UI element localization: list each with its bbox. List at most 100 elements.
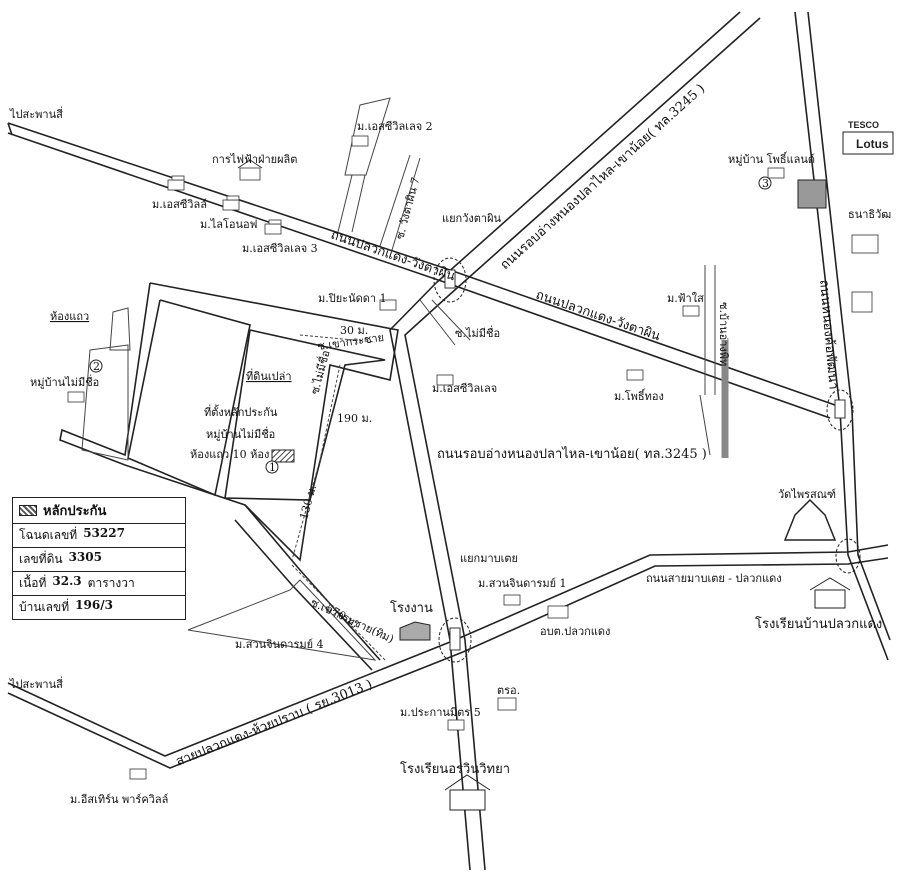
label-sc-villa2: ม.เอสซีวิลเลจ 2 xyxy=(357,120,433,133)
factory-icon xyxy=(399,621,431,641)
building-icon xyxy=(129,768,147,780)
lotus-logo xyxy=(842,131,894,155)
label-m-eastern: ม.อีสเทิร์น พาร์ควิลล์ xyxy=(70,793,168,806)
building-icon xyxy=(264,219,282,235)
label-m-phothong: ม.โพธิ์ทอง xyxy=(614,388,664,403)
building-icons xyxy=(67,131,894,811)
label-elec-authority: การไฟฟ้าฝ่ายผลิต xyxy=(212,153,297,166)
legend-unit: ตารางวา xyxy=(87,576,135,590)
label-dist-130: 130 ม. xyxy=(297,483,319,520)
label-moo-pochi: หมู่บ้าน โพธิ์แลนด์ xyxy=(728,151,815,166)
label-m-suan-chinda1: ม.สวนจินดารมย์ 1 xyxy=(478,577,567,590)
label-ring-road-mid: ถนนรอบอ่างหนองปลาไหล-เขาน้อย( ทล.3245 ) xyxy=(437,446,707,462)
legend-label: บ้านเลขที่ xyxy=(19,600,70,614)
label-wat-phraisanit: วัดไพรสณฑ์ xyxy=(778,488,836,501)
label-sc-ville: ม.เอสซีวิลล์ xyxy=(152,198,207,211)
label-ring-road-diag: ถนนรอบอ่างหนองปลาไหล-เขาน้อย( ทล.3245 ) xyxy=(497,81,708,273)
label-soi-mai-mi-chue: ซ.ไม่มีชื่อ xyxy=(455,325,500,340)
label-unnamed-village-left: หมู่บ้านไม่มีชื่อ xyxy=(30,374,99,389)
road-network xyxy=(7,11,891,871)
label-sc-villa: ม.เอสซีวิลเลจ xyxy=(432,382,497,395)
building-icon xyxy=(167,175,185,191)
temple-icon xyxy=(783,498,837,541)
label-collateral-site: ที่ตั้งหลักประกัน xyxy=(204,404,278,419)
label-dist-30: 30 ม. xyxy=(340,324,368,337)
label-yaek-mabtoei: แยกมาบเตย xyxy=(460,552,518,565)
label-factory: โรงงาน xyxy=(390,600,433,616)
label-unnamed-village: หมู่บ้านไม่มีชื่อ xyxy=(206,426,275,441)
marker-1: 1 xyxy=(269,461,276,474)
building-icon xyxy=(379,299,397,311)
building-icon xyxy=(67,391,85,403)
legend-header: หลักประกัน xyxy=(13,498,185,524)
building-icon xyxy=(547,605,569,619)
label-sc-villa3: ม.เอสซีวิลเลจ 3 xyxy=(242,242,318,255)
building-icon xyxy=(626,369,644,381)
legend-label: เนื้อที่ xyxy=(19,576,47,590)
label-m-prakanmit5: ม.ประกานมิตร 5 xyxy=(400,706,481,719)
legend-value: 53227 xyxy=(83,526,125,540)
label-rowhouse10: ห้องแถว 10 ห้อง xyxy=(190,448,269,461)
label-tesco: TESCO xyxy=(848,120,879,130)
label-police: ตรอ. xyxy=(497,684,520,697)
marker-3: 3 xyxy=(762,177,769,190)
road-pluakdaeng-huaiprab xyxy=(7,639,456,757)
label-to-saphan-si-bottom: ไปสะพานสี่ xyxy=(9,676,63,691)
intersection-right xyxy=(826,389,854,431)
label-road-pluak-huai: สายปลวกแดง-ห้วยปราบ ( รย.3013 ) xyxy=(174,677,375,770)
building-icon xyxy=(851,291,873,313)
collateral-legend: หลักประกัน โฉนดเลขที่ 53227 เลขที่ดิน 33… xyxy=(12,497,186,620)
school-icon xyxy=(809,577,851,609)
intersection-mabtoei-right xyxy=(835,538,861,574)
building-icon xyxy=(436,374,454,386)
label-road-vertical-right: ถนนหนองค้อพัฒนา xyxy=(816,279,841,390)
label-obt-pluakdaeng: อบต.ปลวกแดง xyxy=(540,625,610,638)
label-yaek-wangtapin: แยกวังตาผิน xyxy=(442,212,502,225)
intersection-wangtapin xyxy=(433,257,467,303)
label-soi-right: ซ.บ้านอ่างพิท xyxy=(717,302,730,366)
label-m-piyanatda: ม.ปิยะนัดดา 1 xyxy=(318,292,387,305)
building-icon xyxy=(682,305,700,317)
building-icon xyxy=(237,159,263,181)
legend-title: หลักประกัน xyxy=(43,504,107,519)
legend-row: บ้านเลขที่ 196/3 xyxy=(13,596,185,619)
label-road-mabtoei: ถนนสายมาบเตย - ปลวกแดง xyxy=(646,572,782,585)
building-icon xyxy=(503,594,521,606)
school-icon xyxy=(444,774,491,811)
intersection-markers xyxy=(433,257,861,663)
label-dist-190: 190 ม. xyxy=(337,412,372,425)
legend-value: 3305 xyxy=(68,550,102,564)
building-icon xyxy=(351,135,369,147)
legend-row: โฉนดเลขที่ 53227 xyxy=(13,524,185,548)
legend-value: 196/3 xyxy=(75,598,113,612)
building-icon xyxy=(447,719,465,731)
label-lotus: Lotus xyxy=(856,137,889,151)
building-icon xyxy=(497,697,517,711)
legend-label: เลขที่ดิน xyxy=(19,552,63,566)
legend-row: เนื้อที่ 32.3 ตารางวา xyxy=(13,572,185,596)
marker-2: 2 xyxy=(93,360,100,373)
road-ring-3245 xyxy=(435,11,761,298)
leaf-icon xyxy=(797,179,827,209)
hatch-swatch-icon xyxy=(19,505,37,516)
legend-value: 32.3 xyxy=(52,574,82,588)
label-soi-wangtapin7: ซ. วังตาผิน 7 xyxy=(393,176,422,241)
dimension-lines xyxy=(291,334,386,661)
label-thanachart: ธนาธิวัฒ xyxy=(848,208,891,221)
label-empty-land: ที่ดินเปล่า xyxy=(246,368,292,383)
intersection-mabtoei xyxy=(438,617,472,663)
label-school-pluakdaeng: โรงเรียนบ้านปลวกแดง xyxy=(755,616,882,632)
building-icon xyxy=(222,195,240,211)
legend-row: เลขที่ดิน 3305 xyxy=(13,548,185,572)
label-lionof: ม.ไลโอนอฟ xyxy=(200,217,257,231)
road-mabtoei-pluakdaeng xyxy=(454,544,889,641)
collateral-plot xyxy=(271,449,295,463)
label-rowhouse: ห้องแถว xyxy=(50,310,89,323)
map-labels: ไปสะพานสี่ การไฟฟ้าฝ่ายผลิต ม.เอสซีวิลล์… xyxy=(9,81,891,806)
label-school-orawin: โรงเรียนอรวินวิทยา xyxy=(400,761,510,777)
label-mae-fah: ม.ฟ้าใส xyxy=(667,292,704,305)
label-to-saphan-si-top: ไปสะพานสี่ xyxy=(9,106,63,121)
legend-label: โฉนดเลขที่ xyxy=(19,528,78,542)
label-m-suan-chinda4: ม.สวนจินดารมย์ 4 xyxy=(235,638,324,651)
